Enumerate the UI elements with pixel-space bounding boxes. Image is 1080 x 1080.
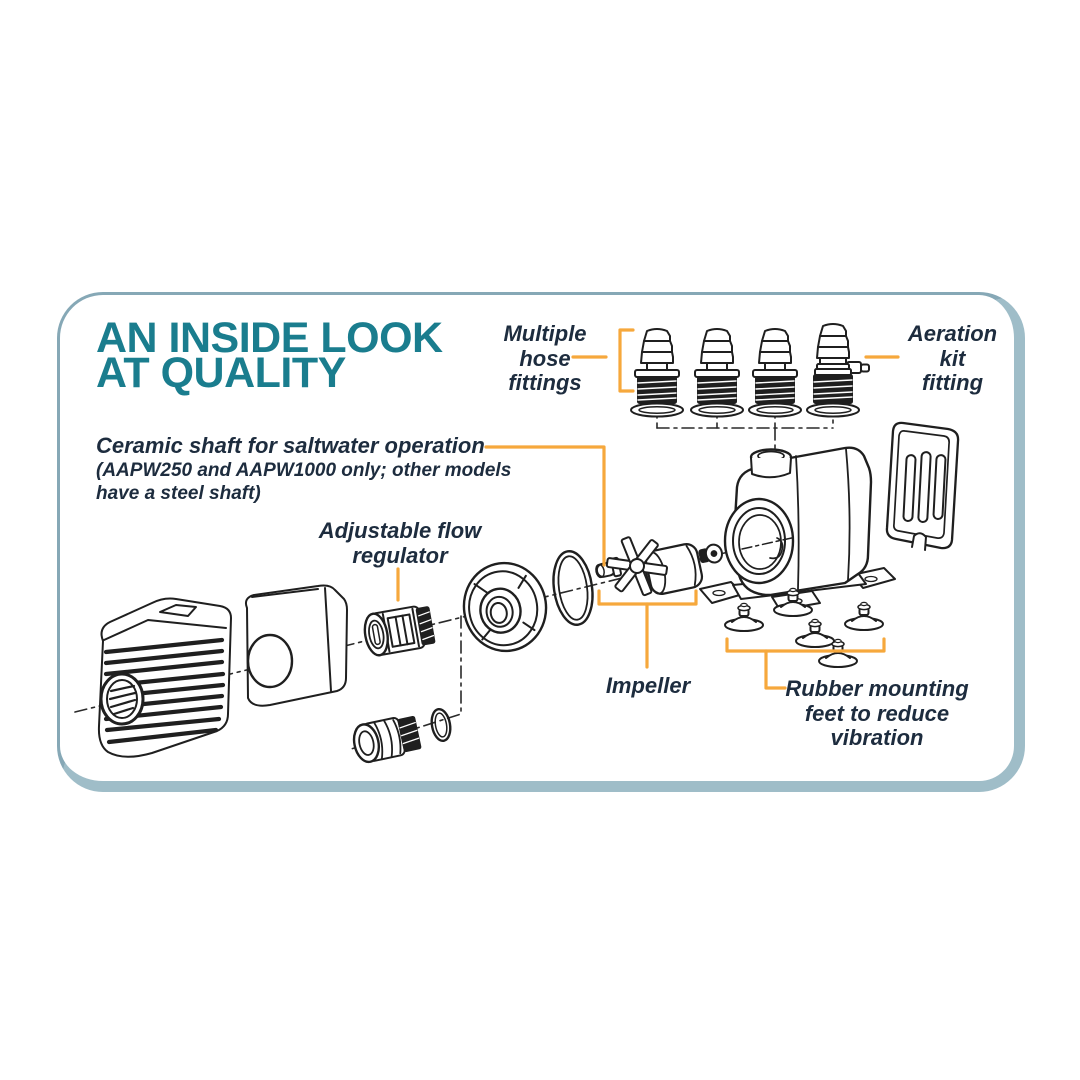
o-ring-large-drawing <box>552 550 594 626</box>
callout-line: vibration <box>830 725 924 750</box>
callout-note-line: have a steel shaft) <box>96 482 261 504</box>
callout-line: fittings <box>508 370 582 395</box>
pump-body-drawing <box>699 446 896 611</box>
aeration-fitting-icon <box>813 323 870 404</box>
hose-fitting-icon <box>634 328 680 404</box>
foam-block-drawing <box>244 584 348 707</box>
outlet-fitting-drawing <box>352 715 422 764</box>
hose-fittings-drawing <box>630 323 870 418</box>
back-plate-drawing <box>885 421 960 551</box>
suction-cup-icon <box>844 601 884 631</box>
washer-icon <box>748 402 802 418</box>
washer-icon <box>690 402 744 418</box>
leader-lines <box>396 328 900 690</box>
callout-line: kit <box>939 345 966 371</box>
hose-fitting-icon <box>752 328 798 404</box>
page-title-line1: AN INSIDE LOOK <box>96 314 443 362</box>
callout-line: Rubber mounting <box>785 676 969 701</box>
impeller-drawing <box>595 536 704 597</box>
callout-line: Aeration <box>907 321 998 346</box>
suction-cup-icon <box>795 618 835 648</box>
callout-line: feet to reduce <box>804 700 950 726</box>
washer-icon <box>806 402 860 418</box>
callout-impeller: Impeller <box>588 673 708 699</box>
callout-line: Impeller <box>605 673 691 698</box>
suction-cup-icon <box>724 602 764 632</box>
callout-line: Adjustable flow <box>318 518 482 543</box>
callout-line: hose <box>519 345 571 371</box>
washer-icon <box>630 402 684 418</box>
callout-line: fitting <box>921 370 984 395</box>
callout-heading: Ceramic shaft for saltwater operation <box>96 433 485 458</box>
intake-strainer-drawing <box>97 597 232 758</box>
callout-aeration-kit-fitting: Aeration kit fitting <box>885 321 1020 396</box>
hose-fitting-icon <box>694 328 740 404</box>
flow-regulator-drawing <box>363 605 436 657</box>
bushing-drawing <box>698 543 724 564</box>
page-title: AN INSIDE LOOK AT QUALITY <box>96 314 443 397</box>
callout-line: Multiple <box>503 321 587 346</box>
callout-adjustable-flow-regulator: Adjustable flow regulator <box>315 518 485 568</box>
page-title-line2: AT QUALITY <box>96 349 346 397</box>
volute-cover-drawing <box>462 561 548 653</box>
o-ring-small-drawing <box>430 707 452 743</box>
callout-multiple-hose-fittings: Multiple hose fittings <box>480 321 610 396</box>
callout-ceramic-shaft: Ceramic shaft for saltwater operation (A… <box>96 433 516 505</box>
callout-line: regulator <box>352 542 448 568</box>
callout-note-line: (AAPW250 and AAPW1000 only; other models <box>96 459 512 481</box>
callout-rubber-mounting-feet: Rubber mounting feet to reduce vibration <box>777 676 977 751</box>
